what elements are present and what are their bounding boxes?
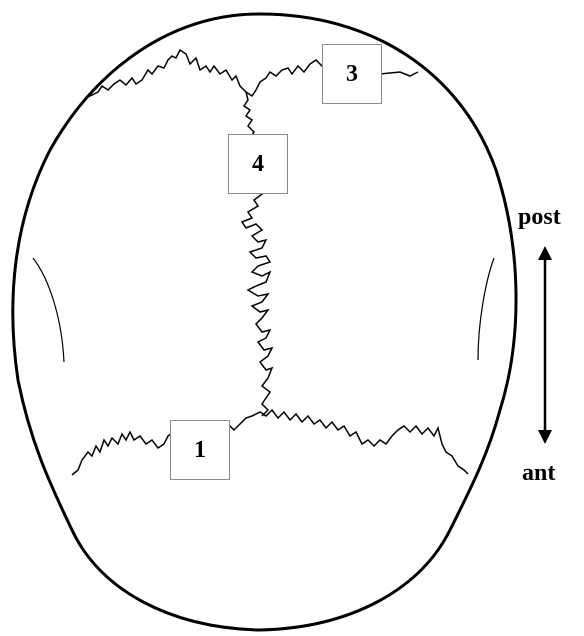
skull-outline <box>11 12 518 632</box>
lambdoid-suture <box>87 48 419 98</box>
direction-label-ant: ant <box>522 460 556 486</box>
right-temporal-line <box>477 257 495 361</box>
coronal-suture <box>71 408 469 476</box>
label-coronal: 1 <box>170 420 230 480</box>
label-lambdoid: 3 <box>322 44 382 104</box>
left-temporal-line <box>32 257 65 363</box>
direction-label-post: post <box>518 204 561 230</box>
arrow-head-down-icon <box>538 430 552 444</box>
label-sagittal: 4 <box>228 134 288 194</box>
arrow-head-up-icon <box>538 246 552 260</box>
